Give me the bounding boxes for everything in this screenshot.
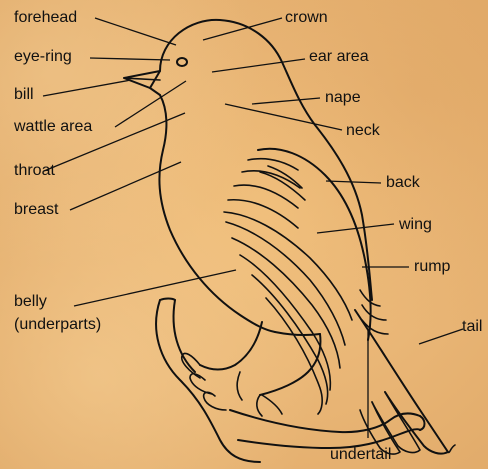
label-wattle-area: wattle area xyxy=(14,118,92,136)
label-throat: throat xyxy=(14,162,55,180)
label-wing: wing xyxy=(399,216,432,234)
bird-feet xyxy=(182,322,321,416)
perch-branch xyxy=(156,299,424,463)
leader-eye-ring xyxy=(90,58,170,60)
leader-breast xyxy=(70,162,181,210)
leader-belly xyxy=(74,270,236,306)
leader-neck xyxy=(225,104,342,130)
leader-forehead xyxy=(95,18,176,45)
leader-back xyxy=(326,181,381,183)
label-bill: bill xyxy=(14,86,34,104)
bird-body xyxy=(124,20,455,454)
leader-crown xyxy=(203,18,282,40)
label-undertail: undertail xyxy=(330,446,391,464)
label-nape: nape xyxy=(325,89,361,107)
label-forehead: forehead xyxy=(14,9,77,27)
label-rump: rump xyxy=(414,258,450,276)
label-crown: crown xyxy=(285,9,328,27)
leader-ear-area xyxy=(212,59,305,72)
label-neck: neck xyxy=(346,122,380,140)
label-eye-ring: eye-ring xyxy=(14,48,72,66)
leader-tail xyxy=(419,329,463,344)
label-ear-area: ear area xyxy=(309,48,369,66)
label-back: back xyxy=(386,174,420,192)
label-belly: belly xyxy=(14,293,47,311)
leader-nape xyxy=(252,98,320,104)
label-underparts: (underparts) xyxy=(14,316,101,334)
label-breast: breast xyxy=(14,201,58,219)
leader-bill xyxy=(43,80,131,96)
label-tail: tail xyxy=(462,318,482,336)
